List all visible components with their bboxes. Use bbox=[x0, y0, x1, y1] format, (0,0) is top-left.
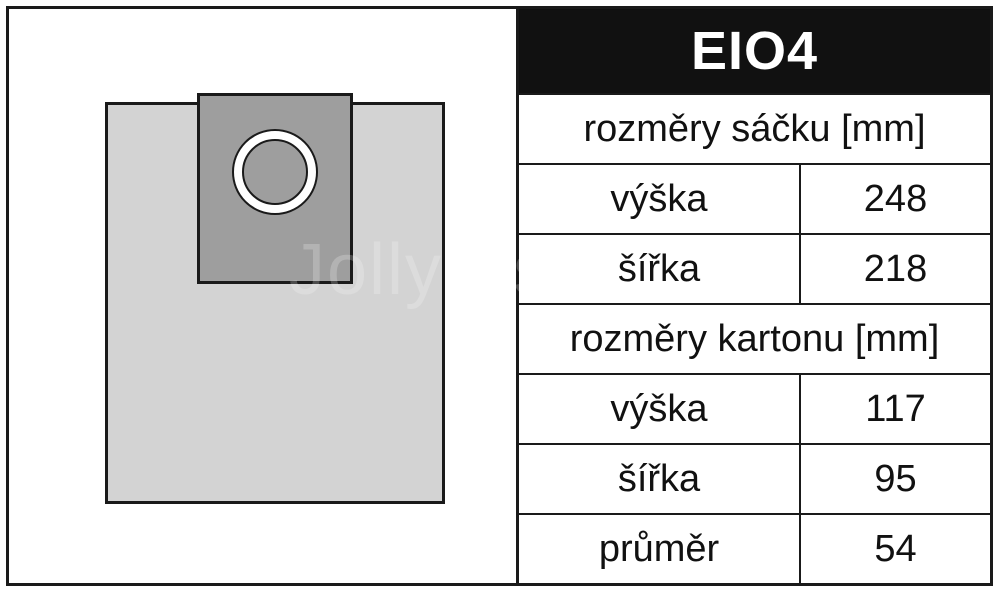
carton-width-label: šířka bbox=[519, 445, 801, 513]
carton-dimensions-header-text: rozměry kartonu [mm] bbox=[569, 317, 940, 360]
table-row: průměr 54 bbox=[519, 513, 990, 583]
product-card: Jolly - sáčky EIO4 rozměry sáčku [mm] vý… bbox=[6, 6, 993, 586]
product-code-title: EIO4 bbox=[519, 9, 990, 93]
bag-width-value: 218 bbox=[863, 247, 928, 290]
table-row: výška 248 bbox=[519, 163, 990, 233]
bag-opening-ring-icon bbox=[232, 129, 318, 215]
carton-width-value: 95 bbox=[874, 457, 917, 500]
carton-diameter-label: průměr bbox=[519, 515, 801, 583]
bag-width-label: šířka bbox=[519, 235, 801, 303]
bag-opening-hole bbox=[242, 139, 308, 205]
bag-dimensions-header: rozměry sáčku [mm] bbox=[519, 93, 990, 163]
bag-dimensions-header-text: rozměry sáčku [mm] bbox=[583, 107, 926, 150]
carton-dimensions-header: rozměry kartonu [mm] bbox=[519, 303, 990, 373]
bag-height-label: výška bbox=[519, 165, 801, 233]
table-row: výška 117 bbox=[519, 373, 990, 443]
carton-height-label: výška bbox=[519, 375, 801, 443]
dimensions-table: EIO4 rozměry sáčku [mm] výška 248 šířka … bbox=[519, 9, 990, 583]
carton-diameter-value: 54 bbox=[874, 527, 917, 570]
carton-height-value: 117 bbox=[865, 387, 926, 430]
bag-illustration-panel: Jolly - sáčky bbox=[9, 9, 705, 583]
bag-height-value: 248 bbox=[863, 177, 928, 220]
table-row: šířka 218 bbox=[519, 233, 990, 303]
table-row: šířka 95 bbox=[519, 443, 990, 513]
